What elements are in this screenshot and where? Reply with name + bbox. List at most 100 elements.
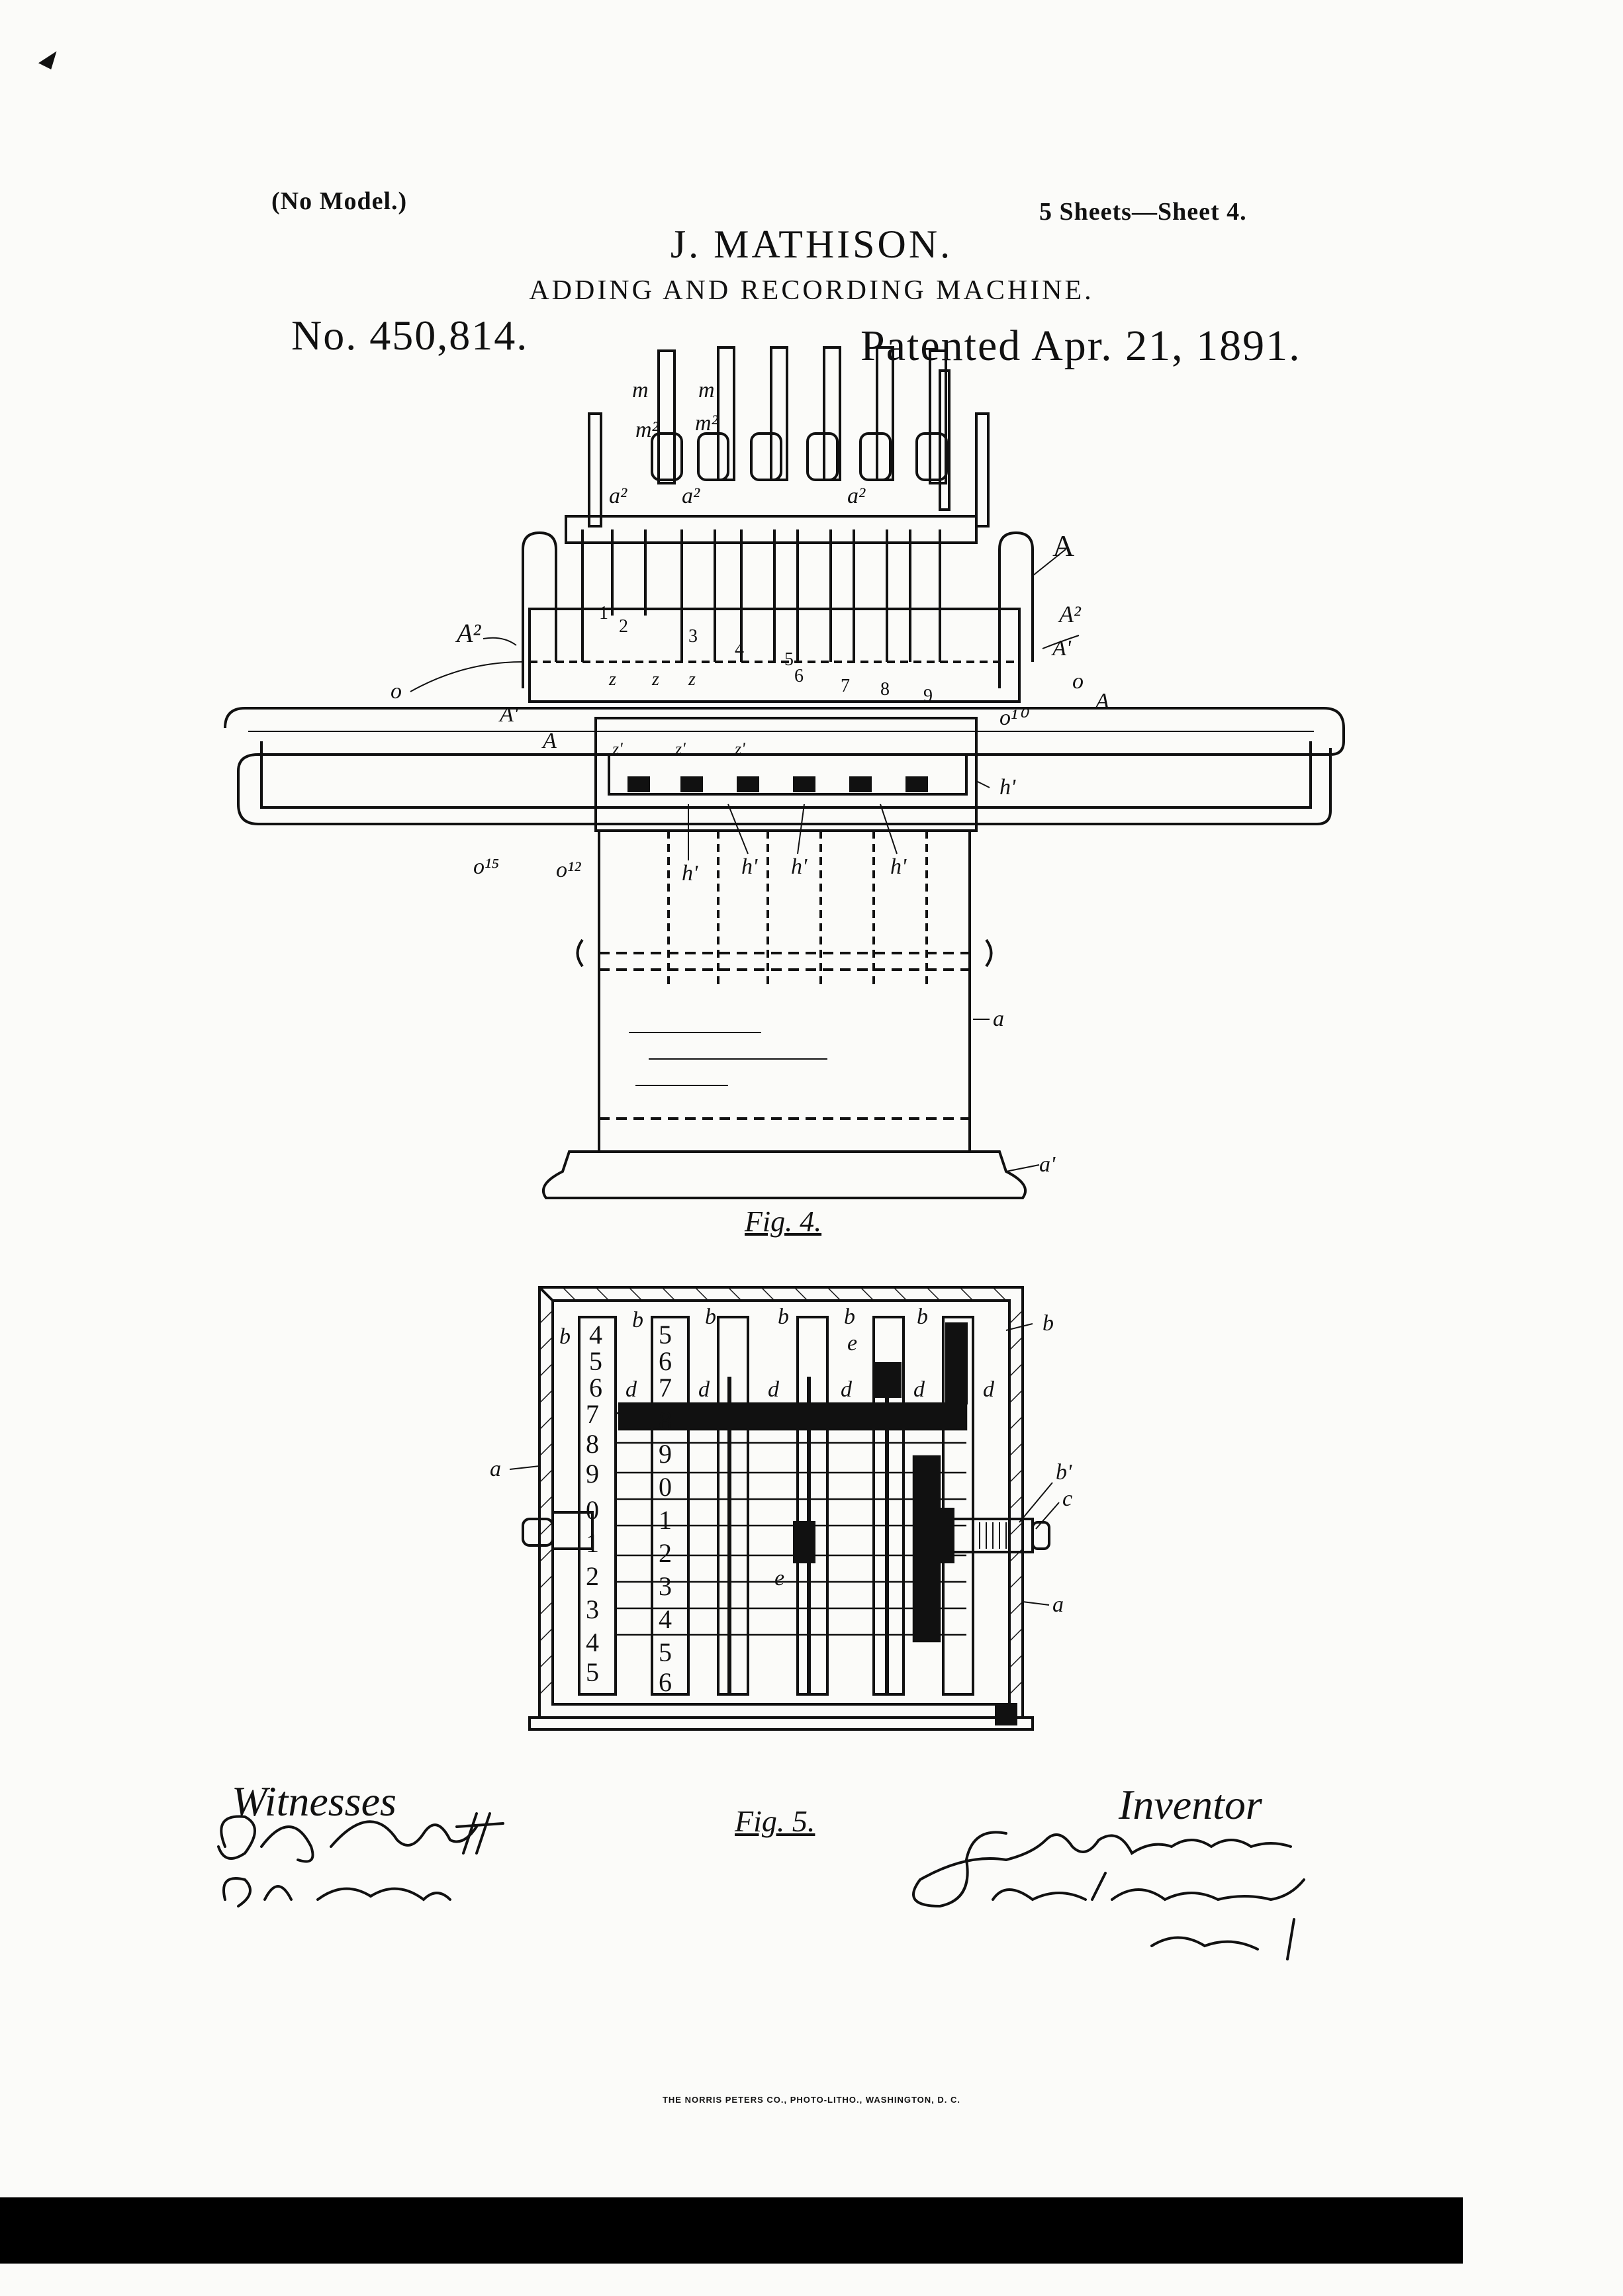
svg-text:b': b'	[1056, 1460, 1072, 1485]
sheet-note: 5 Sheets—Sheet 4.	[1039, 198, 1247, 226]
svg-text:2: 2	[659, 1538, 672, 1568]
svg-text:a: a	[490, 1457, 501, 1481]
svg-text:A': A'	[498, 702, 519, 727]
patent-date: Patented Apr. 21, 1891.	[860, 322, 1301, 370]
svg-text:o: o	[1072, 669, 1084, 694]
svg-text:b: b	[778, 1305, 789, 1329]
svg-text:9: 9	[586, 1459, 599, 1489]
svg-text:h': h'	[682, 861, 698, 886]
svg-text:4: 4	[735, 639, 744, 660]
svg-text:3: 3	[659, 1571, 672, 1601]
svg-text:0: 0	[586, 1495, 599, 1525]
fig5-columns	[578, 1316, 974, 1696]
svg-text:5: 5	[659, 1637, 672, 1667]
svg-text:6: 6	[659, 1667, 672, 1697]
svg-text:m: m	[632, 378, 649, 402]
fig5-caption: Fig. 5.	[735, 1804, 815, 1838]
svg-text:h': h'	[741, 854, 758, 879]
svg-text:A: A	[541, 729, 557, 753]
svg-text:A': A'	[1051, 636, 1072, 661]
svg-text:b: b	[632, 1308, 643, 1332]
fig4-keys	[588, 346, 990, 528]
svg-text:z': z'	[674, 739, 686, 758]
fig4-handle	[224, 707, 1345, 825]
svg-text:z: z	[651, 669, 659, 690]
svg-text:4: 4	[589, 1320, 602, 1350]
svg-text:1: 1	[586, 1528, 599, 1558]
svg-text:5: 5	[589, 1346, 602, 1376]
svg-text:h': h'	[791, 854, 808, 879]
patent-title: ADDING AND RECORDING MACHINE.	[529, 275, 1094, 306]
svg-text:8: 8	[586, 1429, 599, 1459]
svg-text:h': h'	[890, 854, 907, 879]
svg-text:d: d	[913, 1377, 925, 1402]
svg-text:a': a'	[1039, 1152, 1056, 1177]
inventor-name: J. MATHISON.	[670, 222, 953, 266]
printer-imprint: THE NORRIS PETERS CO., PHOTO-LITHO., WAS…	[662, 2095, 961, 2105]
fig5-spindle	[522, 1508, 1050, 1563]
svg-text:z: z	[608, 669, 616, 690]
svg-text:6: 6	[659, 1346, 672, 1376]
svg-text:9: 9	[923, 686, 933, 706]
fig4-casing	[541, 717, 1027, 1199]
fig5-digits: 456 789 012 345 567 890 123 456	[586, 1320, 672, 1697]
svg-text:1: 1	[599, 603, 608, 623]
svg-text:c: c	[1062, 1487, 1072, 1511]
fig4-labels: m m m² m² a² a² a² A A² A² A' A' A A o o…	[391, 378, 1109, 1177]
fig5-wheels	[616, 1402, 968, 1643]
fig5-leaders	[509, 1323, 1060, 1606]
svg-text:d: d	[626, 1377, 637, 1402]
svg-text:b: b	[705, 1305, 716, 1329]
svg-text:o: o	[391, 679, 402, 704]
svg-text:6: 6	[589, 1373, 602, 1402]
svg-text:d: d	[841, 1377, 853, 1402]
svg-text:0: 0	[659, 1472, 672, 1502]
svg-text:4: 4	[586, 1628, 599, 1657]
svg-text:d: d	[983, 1377, 995, 1402]
svg-text:d: d	[768, 1377, 780, 1402]
svg-text:b: b	[917, 1305, 928, 1329]
svg-text:a²: a²	[847, 484, 866, 508]
patent-number: No. 450,814.	[291, 312, 529, 359]
svg-text:b: b	[559, 1324, 571, 1349]
svg-text:a: a	[1052, 1592, 1064, 1617]
svg-text:a²: a²	[682, 484, 700, 508]
model-note: (No Model.)	[271, 187, 408, 215]
svg-text:5: 5	[586, 1657, 599, 1687]
svg-text:1: 1	[659, 1505, 672, 1535]
fig4-drawing: m m m² m² a² a² a² A A² A² A' A' A A o o…	[224, 346, 1345, 1199]
svg-text:A: A	[1094, 689, 1109, 713]
fig4-caption: Fig. 4.	[745, 1205, 822, 1238]
svg-text:5: 5	[659, 1320, 672, 1350]
svg-text:6: 6	[794, 666, 804, 686]
svg-text:7: 7	[841, 676, 850, 696]
svg-text:A²: A²	[455, 618, 481, 648]
witnesses-label: Witnesses	[232, 1778, 396, 1825]
inventor-label: Inventor	[1119, 1781, 1262, 1828]
svg-text:z: z	[688, 669, 696, 690]
svg-text:A²: A²	[1058, 601, 1082, 627]
svg-text:m: m	[698, 378, 715, 402]
svg-text:b: b	[844, 1305, 855, 1329]
fig4-key-guard	[522, 515, 1034, 703]
svg-text:8: 8	[659, 1406, 672, 1436]
svg-text:e: e	[774, 1566, 784, 1590]
svg-text:8: 8	[880, 679, 890, 700]
svg-text:7: 7	[659, 1373, 672, 1402]
svg-text:7: 7	[586, 1399, 599, 1429]
svg-text:h': h'	[999, 775, 1016, 800]
svg-text:d: d	[698, 1377, 710, 1402]
svg-text:z': z'	[734, 739, 745, 758]
svg-text:z': z'	[612, 739, 623, 758]
svg-text:o¹⁰: o¹⁰	[999, 706, 1029, 730]
svg-text:m²: m²	[695, 411, 719, 436]
svg-text:3: 3	[688, 626, 698, 647]
svg-text:3: 3	[586, 1594, 599, 1624]
svg-text:5: 5	[784, 649, 794, 670]
svg-text:m²: m²	[635, 418, 659, 442]
